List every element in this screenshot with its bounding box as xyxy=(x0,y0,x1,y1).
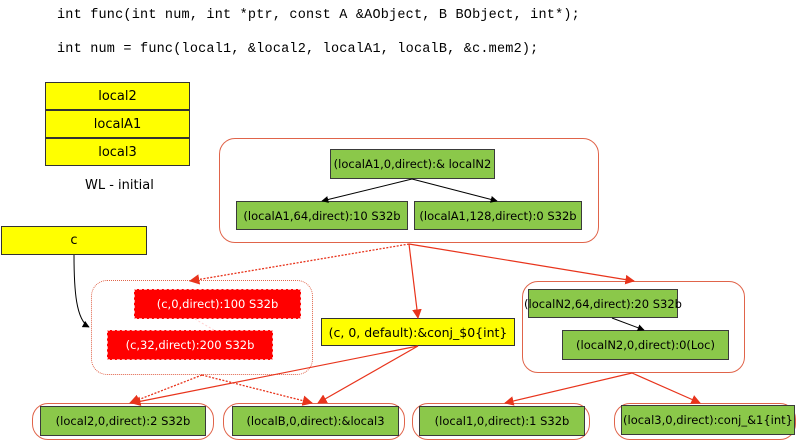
worklist-item-local3: local3 xyxy=(45,138,190,166)
local3-container xyxy=(614,403,796,440)
c-32-node: (c,32,direct):200 S32b xyxy=(107,330,273,360)
function-call: int num = func(local1, &local2, localA1,… xyxy=(57,42,539,57)
edge-N2-to-local3 xyxy=(631,372,701,404)
edge-top-to-conj xyxy=(408,243,422,319)
local2-container xyxy=(32,403,214,440)
worklist-item-localA1: localA1 xyxy=(45,110,190,138)
edge-c-group-to-local2 xyxy=(129,374,203,405)
edge-N2-to-local1 xyxy=(504,372,633,406)
localA1-64-node: (localA1,64,direct):10 S32b xyxy=(236,201,408,230)
localA1-128-node: (localA1,128,direct):0 S32b xyxy=(414,201,582,230)
localB-node: (localB,0,direct):&local3 xyxy=(232,406,399,436)
worklist-item-local2: local2 xyxy=(45,82,190,110)
edge-c-group-to-localB xyxy=(201,374,314,406)
local2-node: (local2,0,direct):2 S32b xyxy=(40,406,206,436)
conj-node: (c, 0, default):&conj_$0{int} xyxy=(321,318,515,346)
localA1-root-node: (localA1,0,direct):& localN2 xyxy=(330,149,495,179)
edge-conj-to-localB xyxy=(317,345,419,404)
variable-c-node: c xyxy=(1,226,147,255)
local1-node: (local1,0,direct):1 S32b xyxy=(419,406,585,436)
edge-top-to-localN2-group xyxy=(408,243,635,285)
local3-node: (local3,0,direct):conj_&1{int} xyxy=(621,405,795,435)
local1-container xyxy=(412,403,590,440)
function-declaration: int func(int num, int *ptr, const A &AOb… xyxy=(57,8,580,23)
edge-top-to-c-group xyxy=(188,243,410,285)
worklist-caption: WL - initial xyxy=(85,178,154,193)
localA1-group-container xyxy=(219,138,599,243)
c-0-node: (c,0,direct):100 S32b xyxy=(134,289,301,319)
localN2-64-node: (localN2,64,direct):20 S32b xyxy=(524,289,682,318)
edge-c-to-c-group xyxy=(73,254,90,328)
localN2-0-node: (localN2,0,direct):0(Loc) xyxy=(562,330,729,360)
